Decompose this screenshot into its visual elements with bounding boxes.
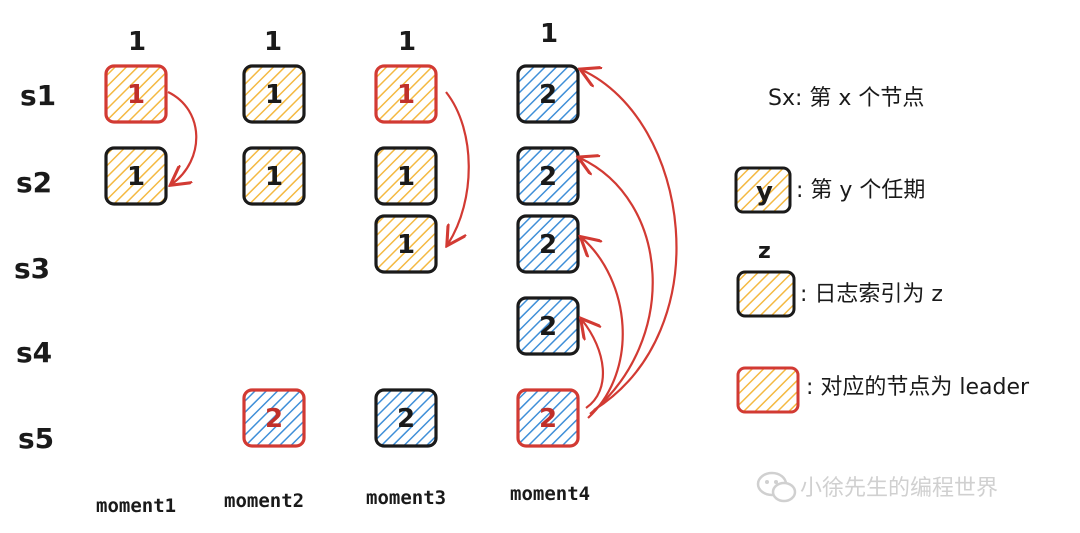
replication-arrow <box>167 91 198 184</box>
legend-leader-definition: : 对应的节点为 leader <box>806 375 1030 400</box>
cell-box <box>516 146 580 206</box>
log-cell: 2 <box>242 388 306 448</box>
replication-arrows <box>167 70 678 419</box>
cell-term: 1 <box>127 162 145 192</box>
moment-label-2: moment2 <box>224 490 304 512</box>
legend-leader-swatch <box>736 366 800 414</box>
leader-cell-box <box>374 64 438 124</box>
legend-term-mark: y <box>756 177 773 207</box>
column-index-moment2: 1 <box>264 27 282 57</box>
row-label-s1: s1 <box>20 79 56 112</box>
cell-box <box>242 146 306 206</box>
column-index-moment4: 1 <box>540 19 558 49</box>
log-cells: 1 1 1 1 2 1 1 1 2 2 2 2 2 2 <box>104 64 580 448</box>
cell-term: 2 <box>539 404 557 434</box>
legend-node-definition: Sx: 第 x 个节点 <box>768 86 924 111</box>
log-cell: 1 <box>374 64 438 124</box>
wechat-icon <box>756 471 797 503</box>
cell-term: 2 <box>539 312 557 342</box>
leader-cell-box <box>242 388 306 448</box>
cell-box <box>374 146 438 206</box>
watermark: 小徐先生的编程世界 <box>756 471 998 503</box>
log-cell: 1 <box>242 64 306 124</box>
column-index-moment3: 1 <box>398 27 416 57</box>
moment-label-1: moment1 <box>96 495 176 517</box>
log-cell: 1 <box>104 146 168 206</box>
row-label-s5: s5 <box>18 422 54 455</box>
row-labels: s1 s2 s3 s4 s5 <box>14 79 56 455</box>
cell-box <box>516 64 580 124</box>
replication-arrow <box>580 158 654 415</box>
cell-term: 1 <box>397 230 415 260</box>
replication-arrow <box>582 238 624 419</box>
moment-labels: moment1 moment2 moment3 moment4 <box>96 483 590 517</box>
legend-index-mark: z <box>758 239 771 264</box>
log-cell: 2 <box>516 146 580 206</box>
leader-cell-box <box>516 388 580 448</box>
log-cell: 2 <box>516 214 580 274</box>
cell-term: 2 <box>539 162 557 192</box>
log-cell: 1 <box>242 146 306 206</box>
replication-arrow <box>582 70 678 411</box>
column-index-moment1: 1 <box>128 27 146 57</box>
legend: Sx: 第 x 个节点 y : 第 y 个任期 z : 日志索引为 z : 对应… <box>734 86 1030 414</box>
log-cell: 1 <box>374 146 438 206</box>
cell-term: 1 <box>397 162 415 192</box>
cell-term: 2 <box>265 404 283 434</box>
replication-arrow <box>446 91 470 244</box>
cell-box <box>516 296 580 356</box>
log-cell: 2 <box>374 388 438 448</box>
log-cell: 1 <box>104 64 168 124</box>
watermark-text: 小徐先生的编程世界 <box>800 476 998 501</box>
cell-term: 2 <box>539 80 557 110</box>
legend-index-definition: : 日志索引为 z <box>800 282 943 307</box>
cell-box <box>374 214 438 274</box>
cell-box <box>104 146 168 206</box>
cell-term: 1 <box>265 80 283 110</box>
moment-label-4: moment4 <box>510 483 590 505</box>
cell-term: 1 <box>265 162 283 192</box>
log-cell: 2 <box>516 388 580 448</box>
cell-box <box>242 64 306 124</box>
log-cell: 2 <box>516 296 580 356</box>
cell-term: 1 <box>397 80 415 110</box>
cell-term: 2 <box>539 230 557 260</box>
legend-term-swatch: y <box>734 166 792 214</box>
replication-arrow <box>582 320 605 409</box>
row-label-s3: s3 <box>14 252 50 285</box>
legend-term-definition: : 第 y 个任期 <box>796 178 925 203</box>
cell-term: 2 <box>397 404 415 434</box>
log-cell: 1 <box>374 214 438 274</box>
column-index-labels: 1 1 1 1 <box>128 19 558 57</box>
cell-box <box>374 388 438 448</box>
row-label-s4: s4 <box>16 336 52 369</box>
log-cell: 2 <box>516 64 580 124</box>
legend-index-swatch <box>736 270 796 318</box>
moment-label-3: moment3 <box>366 487 446 509</box>
row-label-s2: s2 <box>16 166 52 199</box>
cell-term: 1 <box>127 80 145 110</box>
leader-cell-box <box>104 64 168 124</box>
